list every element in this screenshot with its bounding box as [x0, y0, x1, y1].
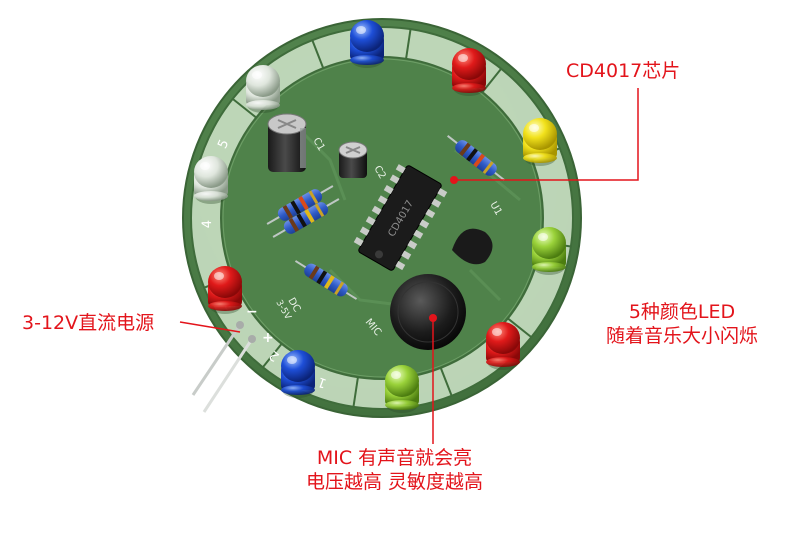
led-red: [486, 322, 520, 370]
ring-divider: [439, 367, 453, 397]
led-white: [246, 65, 280, 113]
mic-callout-line1: MIC 有声音就会亮: [316, 447, 473, 469]
led-green: [385, 365, 419, 413]
ring-number: 4: [200, 220, 215, 229]
pin-minus-label: −: [246, 304, 258, 320]
cd4017-chip: CD4017: [353, 164, 448, 271]
led-ring: [194, 20, 566, 413]
mic-callout: MIC 有声音就会亮 电压越高 灵敏度越高: [306, 447, 483, 495]
ring-divider: [262, 343, 283, 368]
power-callout: 3-12V直流电源: [22, 312, 155, 334]
pin-plus-label: +: [262, 330, 274, 346]
microphone: [390, 274, 466, 350]
chip-callout-dot: [450, 176, 458, 184]
ring-divider: [311, 39, 325, 69]
ring-divider: [405, 28, 412, 59]
ring-divider: [507, 317, 532, 338]
mic-callout-line2: 电压越高 灵敏度越高: [306, 470, 484, 493]
chip-callout: CD4017芯片: [566, 60, 681, 82]
resistor-group-left: [266, 185, 340, 238]
power-callout-line: [179, 321, 241, 333]
transistor: [452, 228, 493, 265]
resistor-top: [447, 135, 505, 181]
chip-callout-line: [454, 88, 639, 181]
ring-divider: [352, 377, 359, 408]
capacitor-c1: [267, 113, 307, 172]
led-white: [194, 156, 228, 204]
led-blue: [350, 20, 384, 68]
led-callout-line1: 5种颜色LED: [628, 301, 736, 323]
capacitor-c2: [338, 141, 368, 178]
power-pins: [191, 321, 256, 413]
led-callout-line2: 随着音乐大小闪烁: [606, 324, 759, 347]
ring-divider: [232, 98, 257, 119]
led-red: [208, 266, 242, 314]
led-blue: [281, 350, 315, 398]
led-yellow: [523, 118, 557, 166]
led-green: [532, 227, 566, 275]
led-red: [452, 48, 486, 96]
resistor-bottom: [294, 260, 358, 300]
led-callout: 5种颜色LED 随着音乐大小闪烁: [606, 301, 758, 349]
callout-lines: [179, 88, 639, 444]
